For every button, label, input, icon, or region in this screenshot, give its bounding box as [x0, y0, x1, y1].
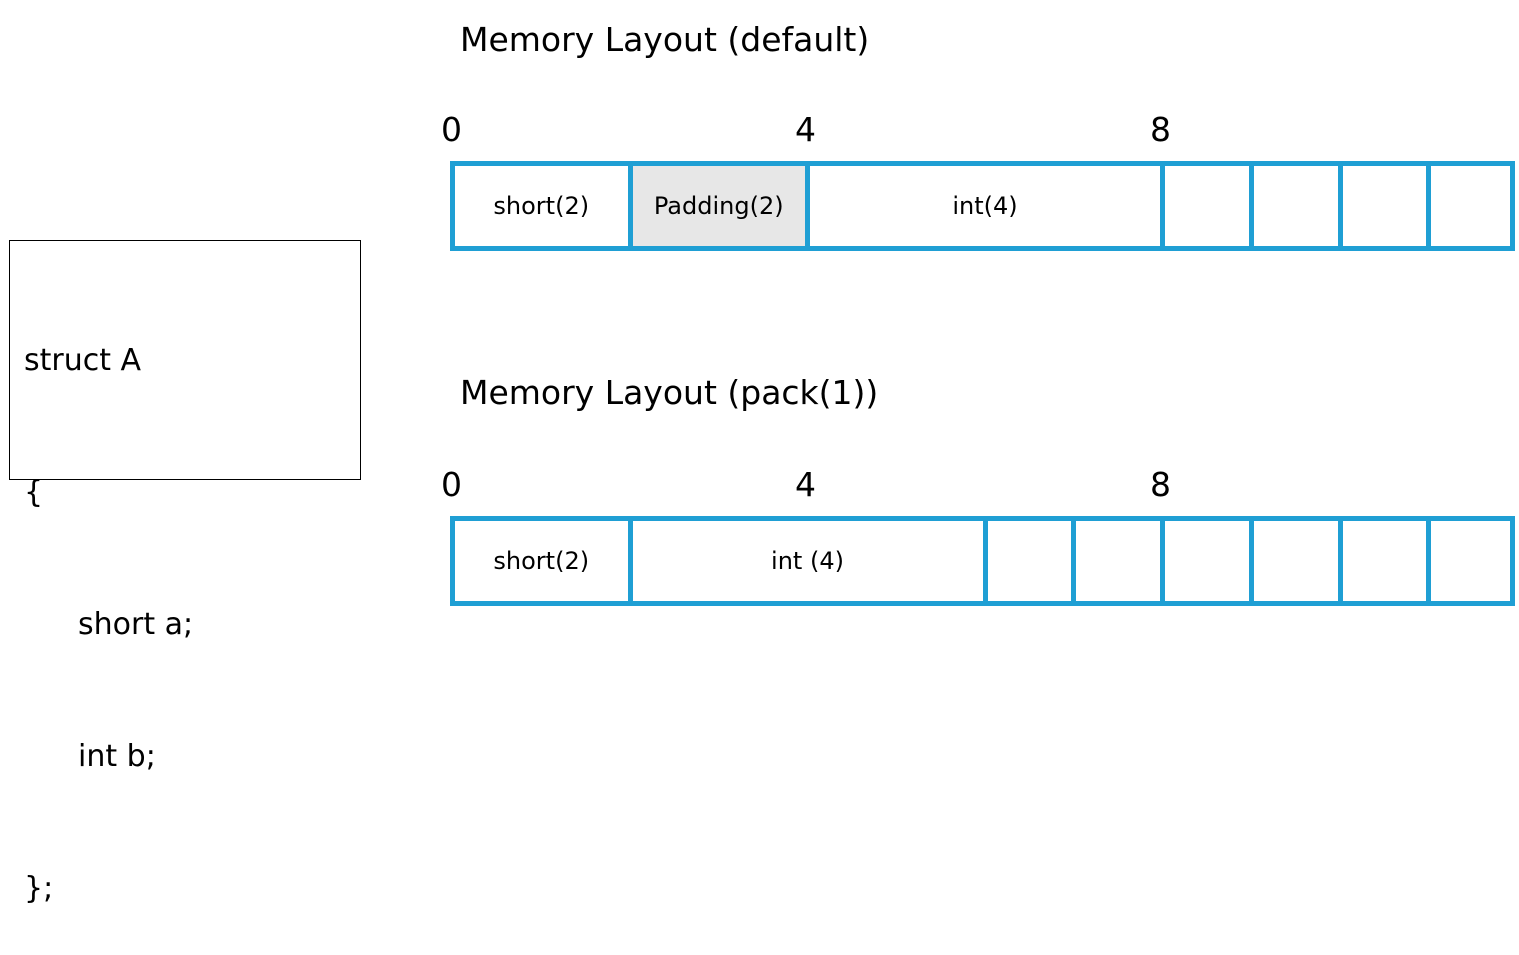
- code-line: struct A: [24, 343, 142, 378]
- struct-code-box: struct A { short a; int b; };: [9, 240, 361, 906]
- empty-byte-cell: [1160, 516, 1249, 606]
- field-cell: int(4): [805, 161, 1160, 251]
- layout-pack-title: Memory Layout (pack(1)): [460, 373, 879, 412]
- empty-byte-cell: [1426, 516, 1515, 606]
- code-line: };: [24, 871, 54, 906]
- padding-cell: Padding(2): [627, 161, 805, 251]
- empty-byte-cell: [1426, 161, 1515, 251]
- cell-label: short(2): [493, 192, 590, 220]
- field-cell: short(2): [450, 161, 628, 251]
- memory-row-pack: short(2) int (4): [450, 516, 1518, 606]
- empty-byte-cell: [1160, 161, 1249, 251]
- field-cell: int (4): [627, 516, 983, 606]
- cell-label: int(4): [952, 192, 1018, 220]
- cell-label: short(2): [493, 547, 590, 575]
- offset-label-0: 0: [441, 110, 462, 149]
- field-cell: short(2): [450, 516, 628, 606]
- empty-byte-cell: [1337, 161, 1427, 251]
- empty-byte-cell: [1337, 516, 1427, 606]
- code-line: short a;: [78, 607, 194, 642]
- empty-byte-cell: [982, 516, 1072, 606]
- empty-byte-cell: [1071, 516, 1160, 606]
- code-line: {: [24, 475, 44, 510]
- offset-label-4: 4: [795, 465, 816, 504]
- memory-row-default: short(2) Padding(2) int(4): [450, 161, 1518, 251]
- empty-byte-cell: [1248, 161, 1338, 251]
- offset-label-0: 0: [441, 465, 462, 504]
- empty-byte-cell: [1248, 516, 1338, 606]
- offset-label-8: 8: [1150, 110, 1171, 149]
- cell-label: int (4): [771, 547, 844, 575]
- offset-label-8: 8: [1150, 465, 1171, 504]
- code-line: int b;: [78, 739, 156, 774]
- cell-label: Padding(2): [653, 192, 784, 220]
- offset-label-4: 4: [795, 110, 816, 149]
- layout-default-title: Memory Layout (default): [460, 20, 870, 59]
